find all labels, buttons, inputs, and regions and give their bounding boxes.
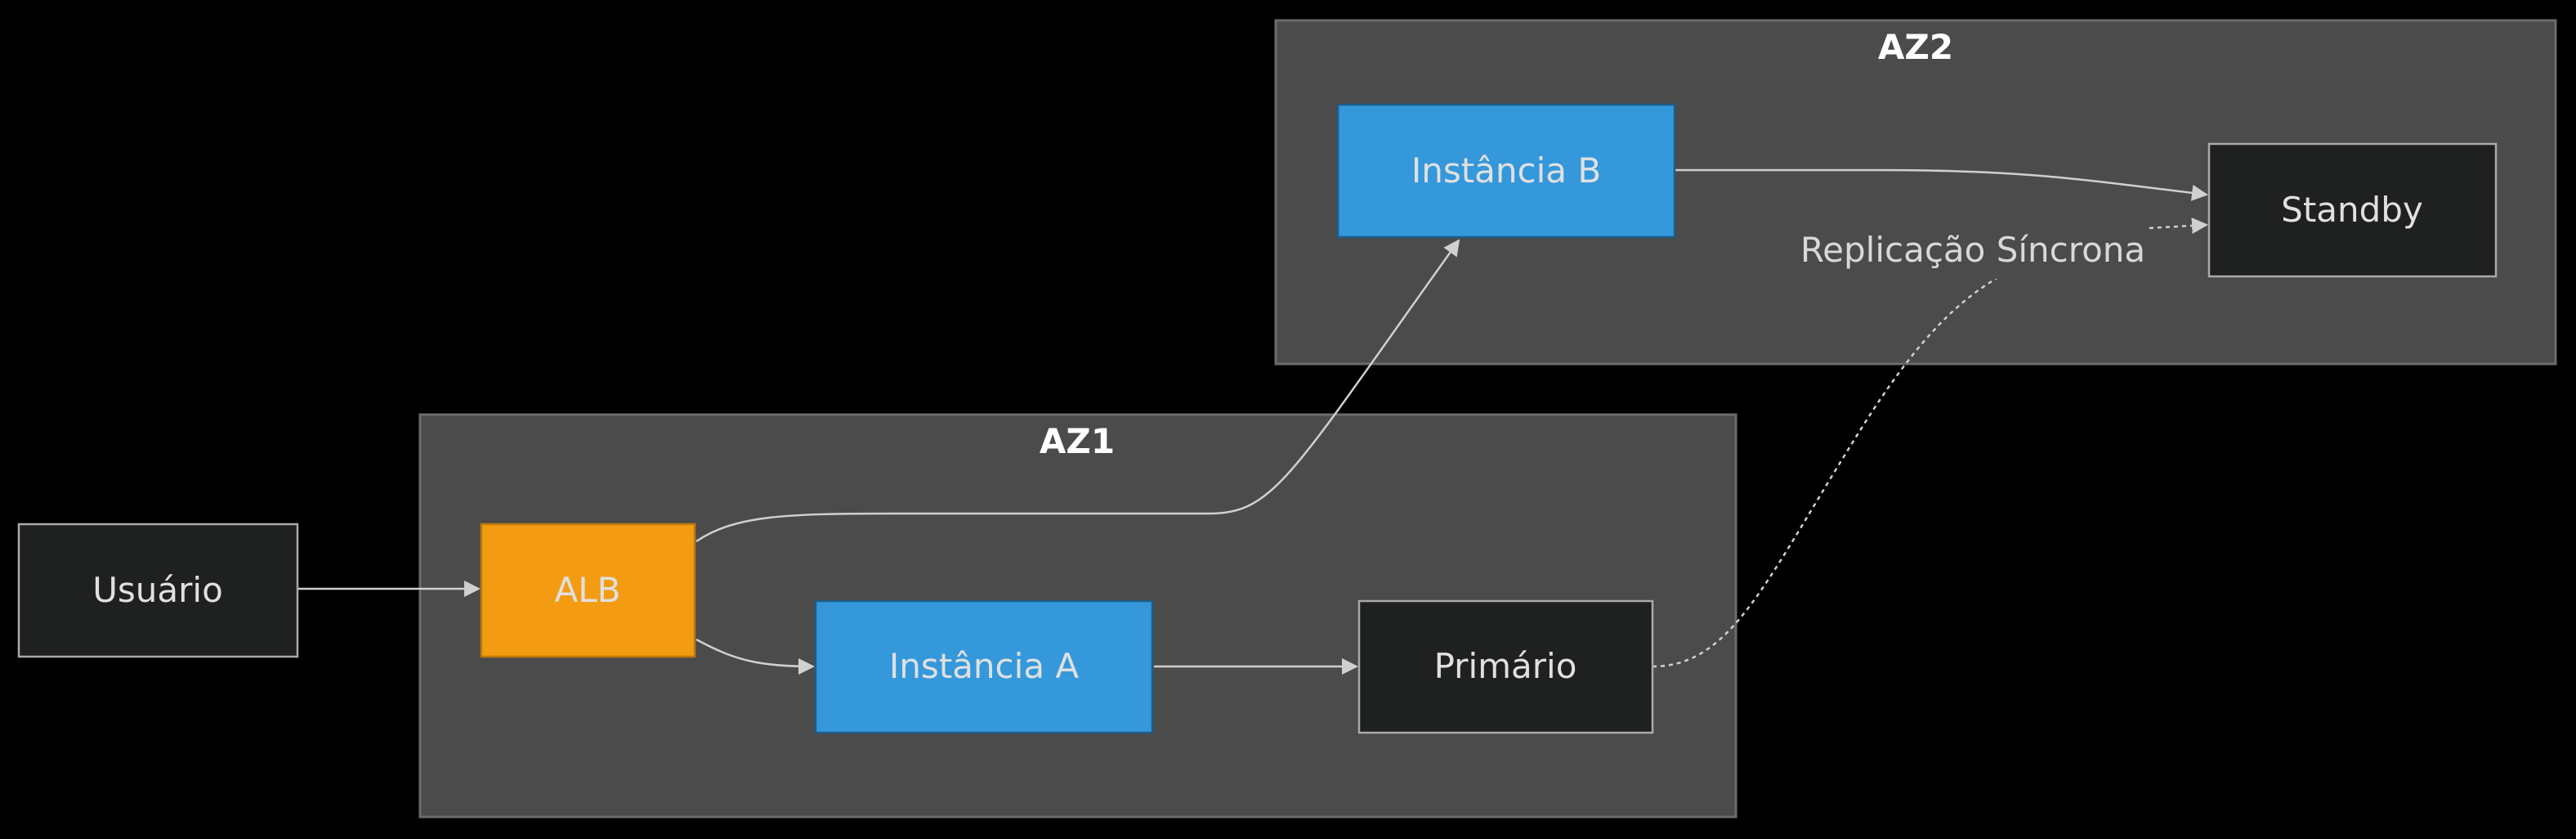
node-instancia-a-label: Instância A bbox=[889, 646, 1080, 686]
edge-alb-instancia-b bbox=[695, 239, 1460, 543]
node-instancia-a: Instância A bbox=[814, 599, 1154, 734]
edge-label-replicacao-text: Replicação Síncrona bbox=[1800, 230, 2145, 270]
node-alb: ALB bbox=[480, 523, 696, 658]
edge-label-replicacao: Replicação Síncrona bbox=[1797, 220, 2149, 279]
node-primario-label: Primário bbox=[1434, 646, 1577, 686]
edge-alb-instancia-a bbox=[695, 638, 815, 675]
node-instancia-b-label: Instância B bbox=[1411, 150, 1601, 191]
node-standby: Standby bbox=[2207, 142, 2498, 278]
edge-instancia-b-standby bbox=[1675, 168, 2208, 201]
node-alb-label: ALB bbox=[555, 570, 621, 610]
node-primario: Primário bbox=[1357, 599, 1654, 734]
node-usuario: Usuário bbox=[17, 523, 299, 658]
node-instancia-b: Instância B bbox=[1336, 103, 1676, 239]
cluster-az1-label: AZ1 bbox=[1040, 421, 1115, 461]
node-standby-label: Standby bbox=[2281, 190, 2423, 230]
node-usuario-label: Usuário bbox=[92, 570, 223, 610]
cluster-az2-label: AZ2 bbox=[1878, 27, 1953, 67]
